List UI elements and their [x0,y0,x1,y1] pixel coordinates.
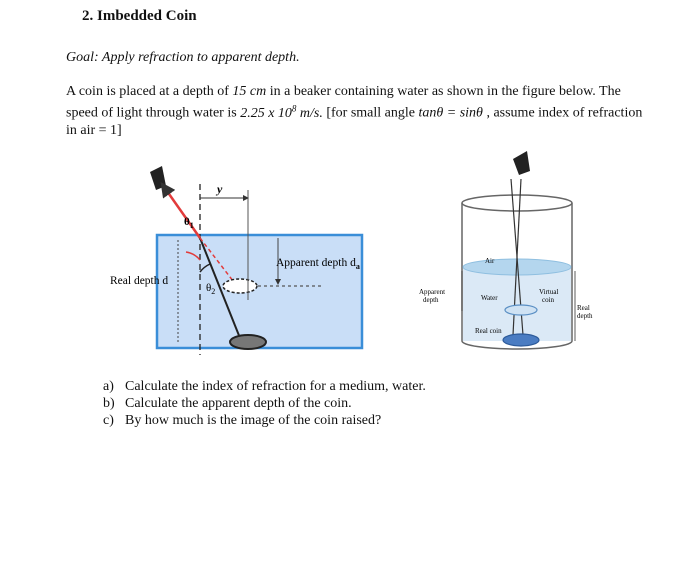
apparent-coin [222,278,258,294]
question-a: a)Calculate the index of refraction for … [103,379,426,394]
virtual-ray [199,237,241,291]
water-label: Water [481,294,498,302]
goal-statement: Goal: Apply refraction to apparent depth… [66,50,300,65]
theta1-label: θ1 [184,216,194,230]
virtual-coin [504,304,538,316]
theta2-label: θ2 [206,282,215,296]
air-label: Air [485,257,495,265]
problem-heading: 2. Imbedded Coin [82,8,197,24]
depth-value: 15 cm [232,84,267,99]
speed-value: 2.25 x 108 m/s. [240,103,323,121]
small-angle-equation: tanθ = sinθ [418,105,483,121]
real-depth-label: Real depth d [110,275,168,287]
y-label: y [215,182,223,196]
water-ray [199,237,241,339]
real-coin [229,334,267,350]
problem-statement: A coin is placed at a depth of 15 cm in … [66,84,643,138]
question-b: b)Calculate the apparent depth of the co… [103,396,352,411]
real-coin [502,333,540,347]
question-c: c)By how much is the image of the coin r… [103,413,382,428]
refraction-diagram: y θ1 θ2 Apparent depth da Real depth d [110,166,364,355]
apparent-depth-label: Apparent depth da [276,257,360,271]
air-ray [160,181,202,239]
eye-icon [513,151,530,175]
real-coin-label: Real coin [475,327,502,335]
